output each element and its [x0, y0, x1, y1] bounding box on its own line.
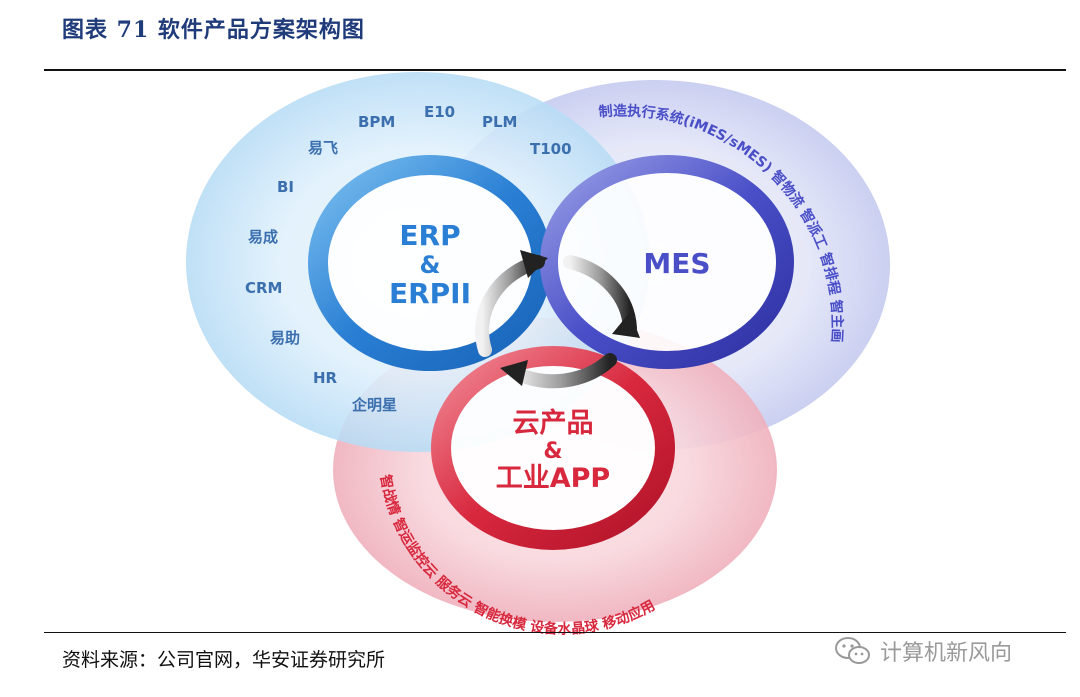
arrow-left-arc: [475, 255, 545, 357]
top-rule: [44, 69, 1066, 71]
cloud-label-line2: &: [543, 439, 562, 464]
module-hr: HR: [313, 369, 338, 387]
cloud-ring: [431, 346, 675, 550]
mes-label: MES: [643, 247, 710, 280]
module-t100: T100: [530, 140, 572, 158]
figure-title: 图表 71 软件产品方案架构图: [62, 17, 365, 43]
arrow-head-2: [612, 312, 640, 338]
mes-ring: [540, 155, 794, 369]
module-bi: BI: [277, 178, 294, 196]
module-yizhu: 易助: [270, 329, 300, 347]
erp-label-line2: &: [420, 251, 441, 279]
source-note: 资料来源：公司官网，华安证券研究所: [62, 649, 386, 671]
watermark: 计算机新风向: [834, 635, 1012, 667]
module-bpm: BPM: [358, 113, 395, 131]
module-qimingxing: 企明星: [351, 396, 397, 414]
module-yifei: 易飞: [308, 139, 338, 157]
module-plm: PLM: [482, 113, 517, 131]
module-crm: CRM: [245, 279, 283, 297]
erp-label-line1: ERP: [399, 219, 460, 252]
cloud-label-line3: 工业APP: [496, 463, 610, 494]
watermark-text: 计算机新风向: [880, 641, 1013, 666]
cycle-arrows: [475, 250, 640, 389]
arrow-bottom-arc: [507, 353, 617, 389]
wechat-icon: [835, 637, 870, 664]
arrow-head-1: [520, 250, 548, 278]
module-yicheng: 易成: [248, 228, 278, 246]
erp-label-line3: ERPII: [389, 277, 471, 310]
module-e10: E10: [424, 103, 455, 121]
cloud-label-line1: 云产品: [513, 408, 594, 439]
bottom-rule: [44, 632, 1066, 633]
arrow-head-3: [500, 360, 528, 386]
